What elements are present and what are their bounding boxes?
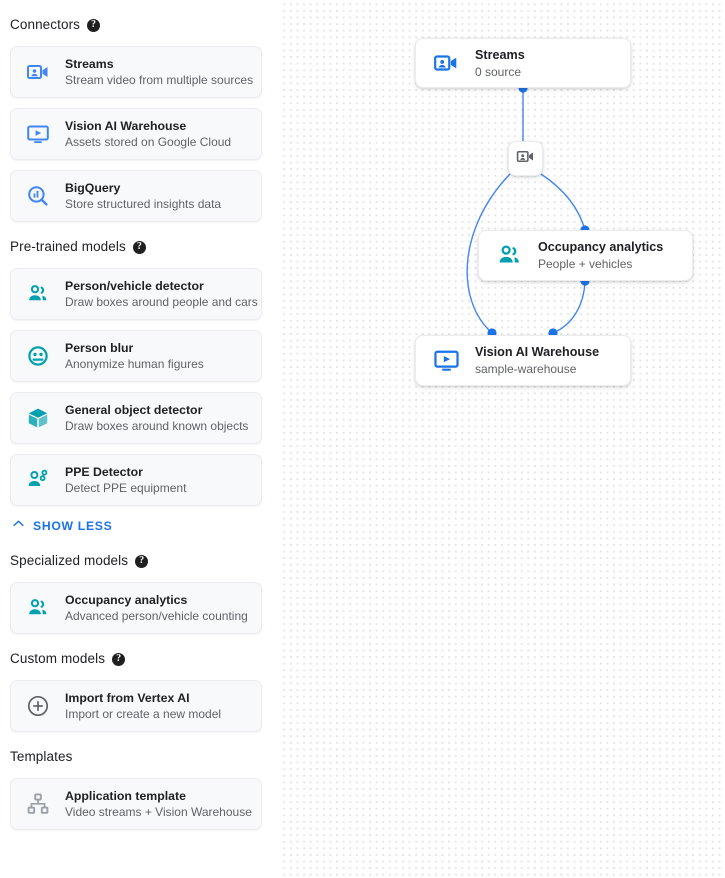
people-icon	[25, 595, 51, 621]
component-card-text: Application template Video streams + Vis…	[65, 788, 252, 820]
edge-occupancy-to-warehouse	[552, 280, 586, 334]
cube-icon	[25, 405, 51, 431]
help-icon[interactable]: ?	[87, 18, 101, 32]
graph-node-stream-badge[interactable]	[508, 141, 543, 176]
video-camera-icon	[432, 49, 460, 77]
component-card-title: Vision AI Warehouse	[65, 118, 187, 133]
face-blur-icon	[25, 343, 51, 369]
graph-node-warehouse-subtitle: sample-warehouse	[475, 362, 577, 376]
component-card-subtitle: Draw boxes around people and cars	[65, 294, 258, 309]
component-card-text: Person blur Anonymize human figures	[65, 341, 204, 372]
graph-node-streams-title: Streams	[475, 47, 525, 62]
component-card-title: Application template	[65, 788, 186, 803]
component-card-subtitle: Draw boxes around known objects	[65, 418, 249, 433]
component-card-title: Person blur	[65, 340, 134, 355]
component-card-title: Occupancy analytics	[65, 592, 188, 607]
monitor-play-icon	[25, 121, 51, 147]
component-card-occupancy-analytics[interactable]: Occupancy analytics Advanced person/vehi…	[10, 582, 262, 634]
component-card-application-template[interactable]: Application template Video streams + Vis…	[10, 778, 262, 830]
video-camera-icon	[25, 59, 51, 85]
component-card-title: BigQuery	[65, 180, 121, 195]
plus-circle-icon	[25, 693, 51, 719]
component-card-text: Streams Stream video from multiple sourc…	[65, 56, 254, 88]
component-card-text: PPE Detector Detect PPE equipment	[65, 465, 186, 496]
component-card-vision-ai-warehouse[interactable]: Vision AI Warehouse Assets stored on Goo…	[10, 108, 262, 160]
sitemap-icon	[25, 791, 51, 817]
graph-node-streams-text: Streams 0 source	[475, 47, 525, 80]
component-card-person-vehicle-detector[interactable]: Person/vehicle detector Draw boxes aroun…	[10, 268, 262, 320]
section-header-specialized-models: Specialized models?	[0, 550, 280, 572]
show-less-button[interactable]: SHOW LESS	[0, 516, 280, 536]
help-icon[interactable]: ?	[112, 652, 126, 666]
graph-node-streams[interactable]: Streams 0 source	[415, 38, 631, 88]
graph-node-occupancy-analytics[interactable]: Occupancy analytics People + vehicles	[478, 230, 693, 281]
section-header-custom-models: Custom models?	[0, 648, 280, 670]
component-card-title: Person/vehicle detector	[65, 278, 204, 293]
component-card-ppe-detector[interactable]: PPE Detector Detect PPE equipment	[10, 454, 262, 506]
graph-node-occupancy-text: Occupancy analytics People + vehicles	[538, 239, 663, 272]
video-camera-icon	[516, 147, 535, 171]
help-icon[interactable]: ?	[132, 240, 146, 254]
help-icon[interactable]: ?	[135, 554, 149, 568]
component-card-subtitle: Stream video from multiple sources	[65, 72, 254, 87]
component-card-title: General object detector	[65, 402, 203, 417]
component-card-streams[interactable]: Streams Stream video from multiple sourc…	[10, 46, 262, 98]
component-card-person-blur[interactable]: Person blur Anonymize human figures	[10, 330, 262, 382]
component-card-subtitle: Import or create a new model	[65, 706, 222, 721]
graph-node-warehouse-text: Vision AI Warehouse sample-warehouse	[475, 344, 599, 377]
graph-node-occupancy-title: Occupancy analytics	[538, 240, 664, 254]
component-card-text: BigQuery Store structured insights data	[65, 181, 221, 212]
graph-node-streams-subtitle: 0 source	[475, 64, 522, 79]
section-header-connectors: Connectors?	[0, 14, 280, 36]
component-card-import-from-vertex-ai[interactable]: Import from Vertex AI Import or create a…	[10, 680, 262, 732]
section-header-pre-trained-models: Pre-trained models?	[0, 236, 280, 258]
section-title: Pre-trained models	[10, 239, 126, 254]
component-card-subtitle: Anonymize human figures	[65, 356, 204, 371]
component-card-text: General object detector Draw boxes aroun…	[65, 403, 248, 434]
component-card-title: Import from Vertex AI	[65, 690, 190, 705]
monitor-play-icon	[432, 347, 460, 375]
component-card-text: Occupancy analytics Advanced person/vehi…	[65, 593, 248, 624]
component-card-subtitle: Store structured insights data	[65, 196, 222, 211]
edge-badge-to-occupancy	[540, 173, 586, 231]
bigquery-search-icon	[25, 183, 51, 209]
ppe-person-icon	[25, 467, 51, 493]
section-title: Templates	[10, 749, 73, 764]
component-card-subtitle: Detect PPE equipment	[65, 480, 187, 495]
people-icon	[25, 281, 51, 307]
graph-edges	[466, 83, 590, 338]
section-title: Connectors	[10, 17, 81, 32]
graph-node-warehouse-title: Vision AI Warehouse	[475, 345, 600, 359]
section-header-templates: Templates	[0, 746, 280, 768]
component-sidebar: Connectors? Streams Stream video from mu…	[0, 0, 280, 878]
component-card-text: Vision AI Warehouse Assets stored on Goo…	[65, 119, 231, 150]
component-card-text: Person/vehicle detector Draw boxes aroun…	[65, 278, 258, 310]
component-card-bigquery[interactable]: BigQuery Store structured insights data	[10, 170, 262, 222]
section-title: Custom models	[10, 651, 106, 666]
graph-node-occupancy-subtitle: People + vehicles	[538, 257, 633, 271]
section-title: Specialized models	[10, 553, 129, 568]
graph-canvas[interactable]: Streams 0 source	[280, 0, 725, 878]
edge-badge-to-warehouse-left	[466, 173, 511, 334]
component-card-subtitle: Video streams + Vision Warehouse	[65, 804, 252, 819]
component-card-title: PPE Detector	[65, 464, 143, 479]
component-card-subtitle: Assets stored on Google Cloud	[65, 134, 232, 149]
graph-node-vision-ai-warehouse[interactable]: Vision AI Warehouse sample-warehouse	[415, 335, 631, 386]
component-card-text: Import from Vertex AI Import or create a…	[65, 691, 221, 722]
component-card-title: Streams	[65, 56, 114, 71]
show-less-label: SHOW LESS	[33, 519, 113, 533]
component-card-subtitle: Advanced person/vehicle counting	[65, 608, 248, 623]
component-card-general-object-detector[interactable]: General object detector Draw boxes aroun…	[10, 392, 262, 444]
chevron-up-icon	[11, 516, 26, 536]
people-icon	[495, 242, 523, 270]
